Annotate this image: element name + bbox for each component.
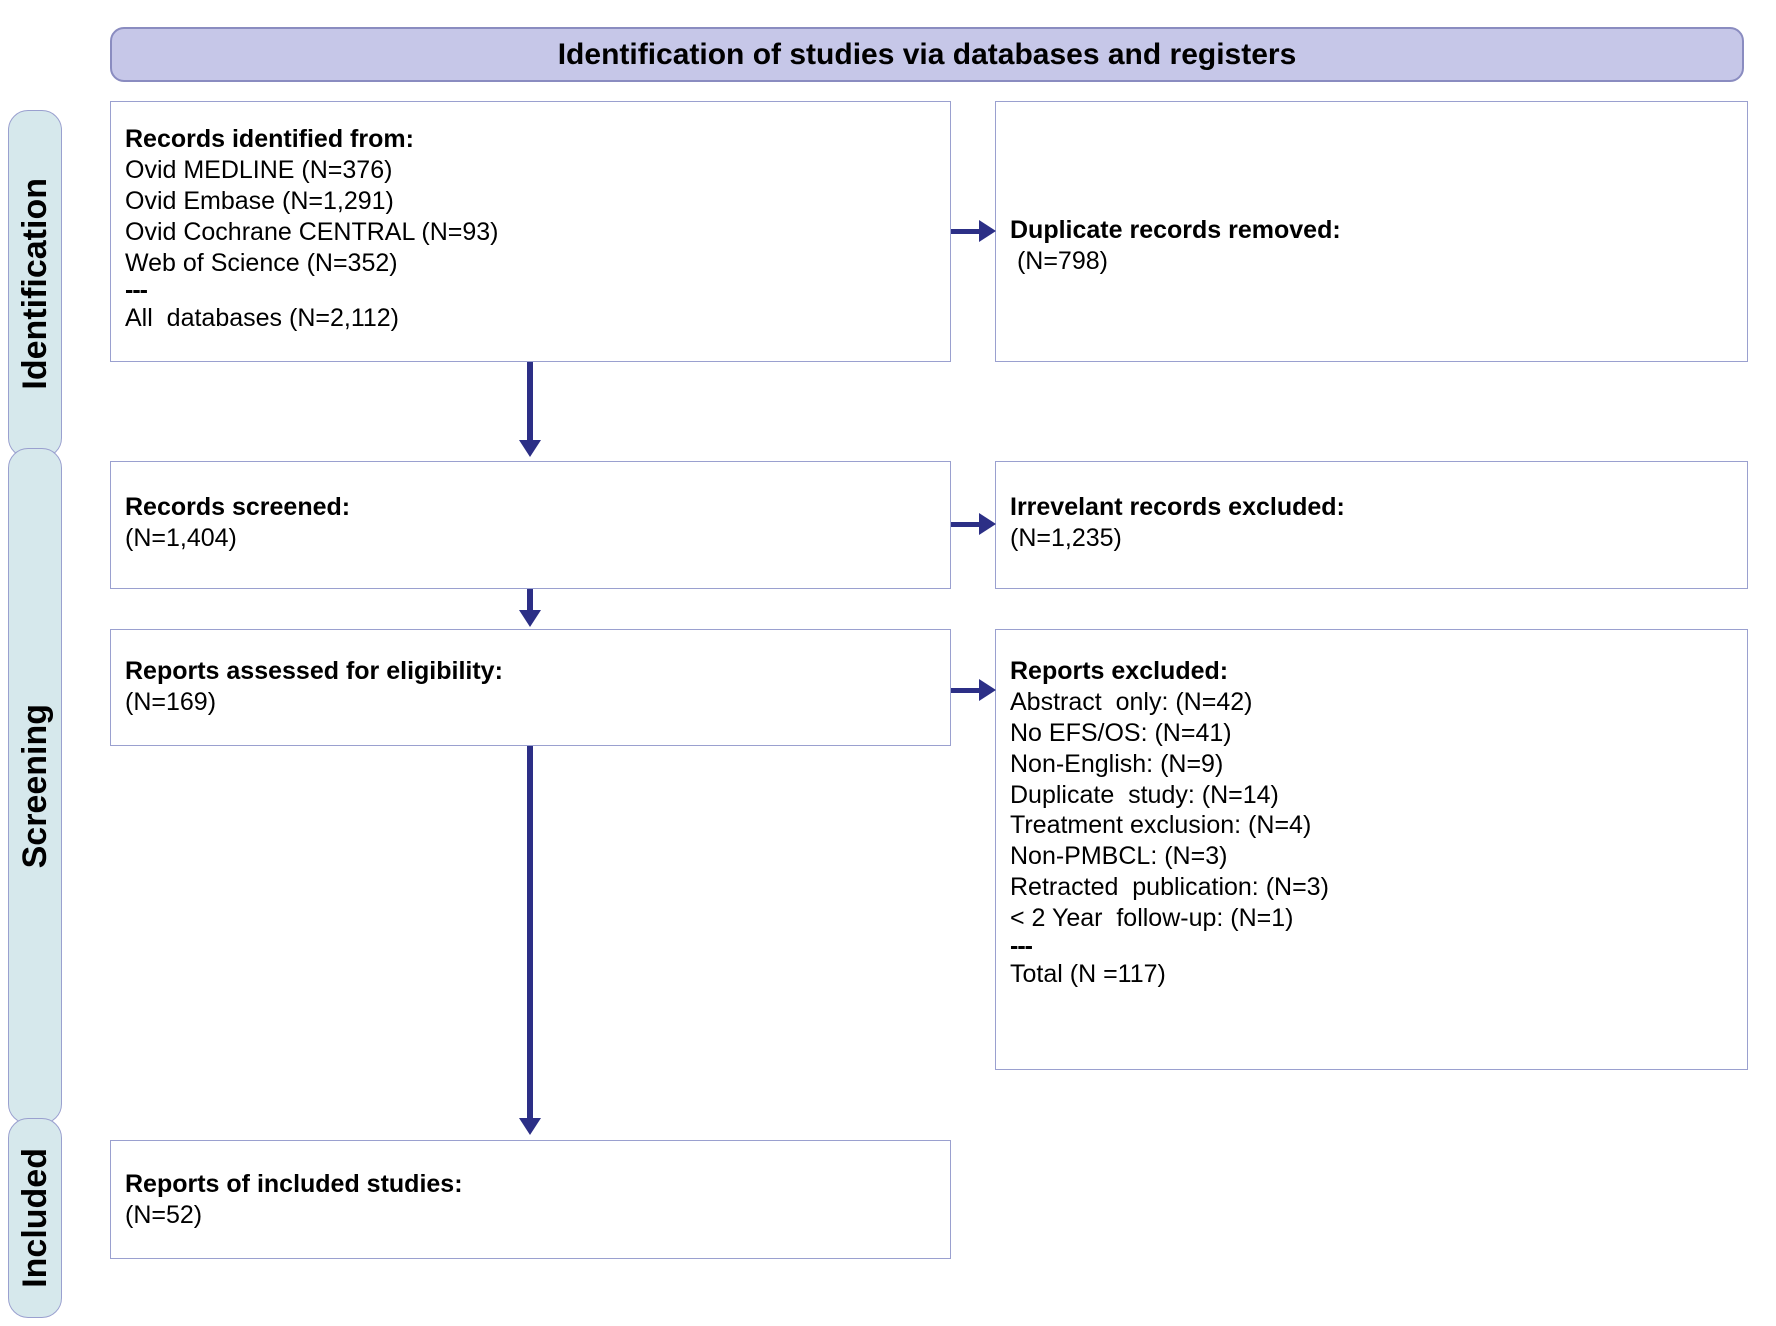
arrow-right-eligibility-to-excluded [979, 679, 996, 701]
box-line: Web of Science (N=352) [125, 248, 398, 277]
connector-eligibility-to-included [527, 746, 533, 1122]
box-line: Duplicate records removed: [1010, 216, 1341, 244]
box-line: (N=798) [1010, 246, 1108, 275]
arrow-right-screened-to-irrelevant [979, 513, 996, 535]
arrow-down-screened-to-eligibility [519, 610, 541, 627]
stage-label-screening-text: Screening [15, 703, 54, 869]
arrow-right-identified-to-duplicates [979, 220, 996, 242]
box-line: < 2 Year follow-up: (N=1) [1010, 904, 1294, 932]
box-duplicate-records-removed: Duplicate records removed: (N=798) [995, 101, 1748, 362]
box-line: --- [1010, 931, 1033, 960]
box-line: --- [125, 276, 148, 305]
box-line: Non-PMBCL: (N=3) [1010, 842, 1228, 871]
connector-screened-to-eligibility [527, 589, 533, 613]
box-line: No EFS/OS: (N=41) [1010, 718, 1232, 747]
connector-screened-to-irrelevant [951, 522, 981, 527]
arrow-down-eligibility-to-included [519, 1118, 541, 1135]
box-records-screened: Records screened:(N=1,404) [110, 461, 951, 589]
box-line: Ovid MEDLINE (N=376) [125, 155, 393, 184]
box-line: Treatment exclusion: (N=4) [1010, 811, 1312, 840]
box-line: Non-English: (N=9) [1010, 749, 1224, 778]
box-line: Duplicate study: (N=14) [1010, 780, 1279, 809]
box-line: Ovid Cochrane CENTRAL (N=93) [125, 217, 499, 246]
arrow-down-identified-to-screened [519, 440, 541, 457]
stage-label-screening: Screening [8, 448, 62, 1124]
box-line: Records identified from: [125, 125, 414, 153]
box-reports-of-included-studies: Reports of included studies:(N=52) [110, 1140, 951, 1259]
box-line: Ovid Embase (N=1,291) [125, 186, 394, 215]
box-reports-assessed-for-eligibility: Reports assessed for eligibility:(N=169) [110, 629, 951, 746]
box-line: (N=52) [125, 1200, 203, 1229]
connector-identified-to-screened [527, 362, 533, 444]
box-line: Irrevelant records excluded: [1010, 493, 1345, 521]
diagram-title-banner: Identification of studies via databases … [110, 27, 1744, 82]
box-line: (N=169) [125, 687, 217, 716]
stage-label-included: Included [8, 1118, 62, 1318]
box-line: Reports assessed for eligibility: [125, 657, 503, 685]
box-line: Records screened: [125, 493, 351, 521]
box-line: Retracted publication: (N=3) [1010, 873, 1329, 902]
box-reports-excluded: Reports excluded:Abstract only: (N=42)No… [995, 629, 1748, 1070]
stage-label-identification: Identification [8, 110, 62, 458]
box-line: Abstract only: (N=42) [1010, 687, 1253, 716]
box-line: Reports of included studies: [125, 1170, 463, 1198]
page-title: Identification of studies via databases … [557, 37, 1297, 71]
stage-label-included-text: Included [15, 1148, 54, 1288]
box-line: Reports excluded: [1010, 657, 1229, 685]
box-records-identified: Records identified from:Ovid MEDLINE (N=… [110, 101, 951, 362]
stage-label-identification-text: Identification [15, 178, 54, 390]
box-line: (N=1,235) [1010, 523, 1122, 552]
box-irrelevant-records-excluded: Irrevelant records excluded:(N=1,235) [995, 461, 1748, 589]
box-line: (N=1,404) [125, 523, 237, 552]
box-line: Total (N =117) [1010, 959, 1166, 988]
box-line: All databases (N=2,112) [125, 304, 399, 333]
connector-identified-to-duplicates [951, 229, 981, 234]
connector-eligibility-to-excluded [951, 688, 981, 693]
